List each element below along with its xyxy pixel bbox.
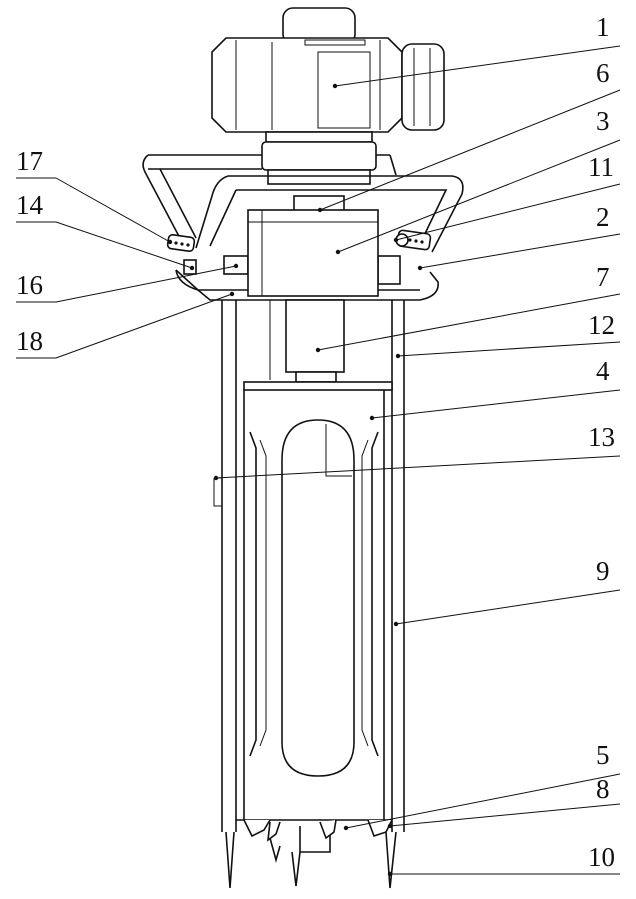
label-13: 13 [588, 422, 615, 452]
label-9: 9 [596, 556, 610, 586]
cutter-teeth [226, 820, 396, 888]
label-14: 14 [16, 190, 44, 220]
label-17: 17 [16, 146, 43, 176]
label-4: 4 [596, 356, 610, 386]
label-12: 12 [588, 310, 615, 340]
barrel [244, 390, 384, 820]
label-6: 6 [596, 58, 610, 88]
label-2: 2 [596, 202, 610, 232]
label-1: 1 [596, 12, 610, 42]
label-10: 10 [588, 842, 615, 872]
gearbox [248, 196, 378, 296]
label-11: 11 [588, 152, 614, 182]
label-5: 5 [596, 740, 610, 770]
label-3: 3 [596, 106, 610, 136]
label-16: 16 [16, 270, 43, 300]
label-7: 7 [596, 262, 610, 292]
motor [212, 8, 444, 132]
label-8: 8 [596, 774, 610, 804]
drive-shaft [244, 300, 392, 390]
label-18: 18 [16, 326, 43, 356]
